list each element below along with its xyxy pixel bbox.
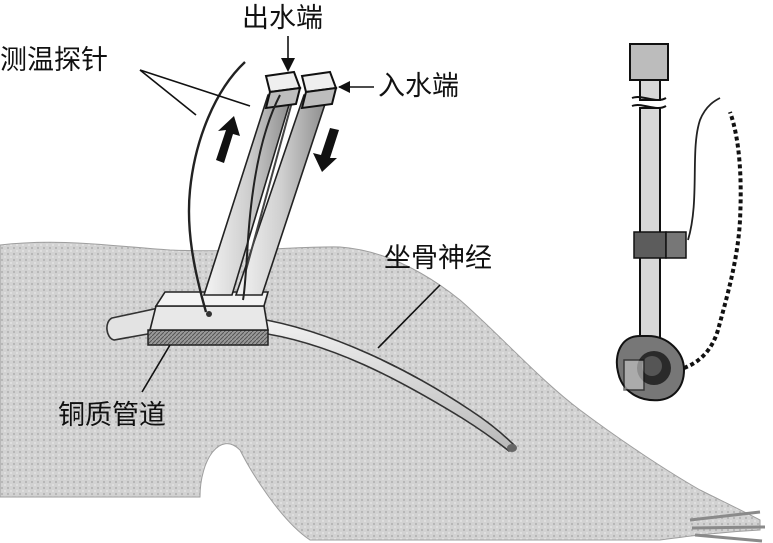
copper-tube-label: 铜质管道 [58, 400, 166, 431]
inlet-cap [300, 70, 338, 110]
probe-detail [615, 43, 687, 402]
temp-probe-label: 测温探针 [0, 45, 108, 76]
up-flow-arrow [216, 116, 240, 163]
label-pointers [139, 36, 441, 393]
temp-probe-wire-1 [187, 61, 246, 313]
temp-probe-wire-2 [242, 94, 281, 301]
detail-wire-solid [687, 97, 721, 241]
cooling-block [147, 291, 270, 346]
nerve-end [507, 444, 517, 452]
outlet-label: 出水端 [242, 3, 323, 34]
toes [689, 510, 766, 543]
pipe-ridge [245, 101, 293, 271]
inlet-arrowhead [338, 81, 350, 93]
outlet-cap [264, 70, 302, 110]
sciatic-nerve-label: 坐骨神经 [384, 243, 492, 274]
outlet-arrowhead [281, 58, 295, 72]
down-flow-arrow [313, 128, 339, 172]
detail-wire-dashed [683, 111, 743, 370]
inlet-label: 入水端 [378, 71, 459, 102]
